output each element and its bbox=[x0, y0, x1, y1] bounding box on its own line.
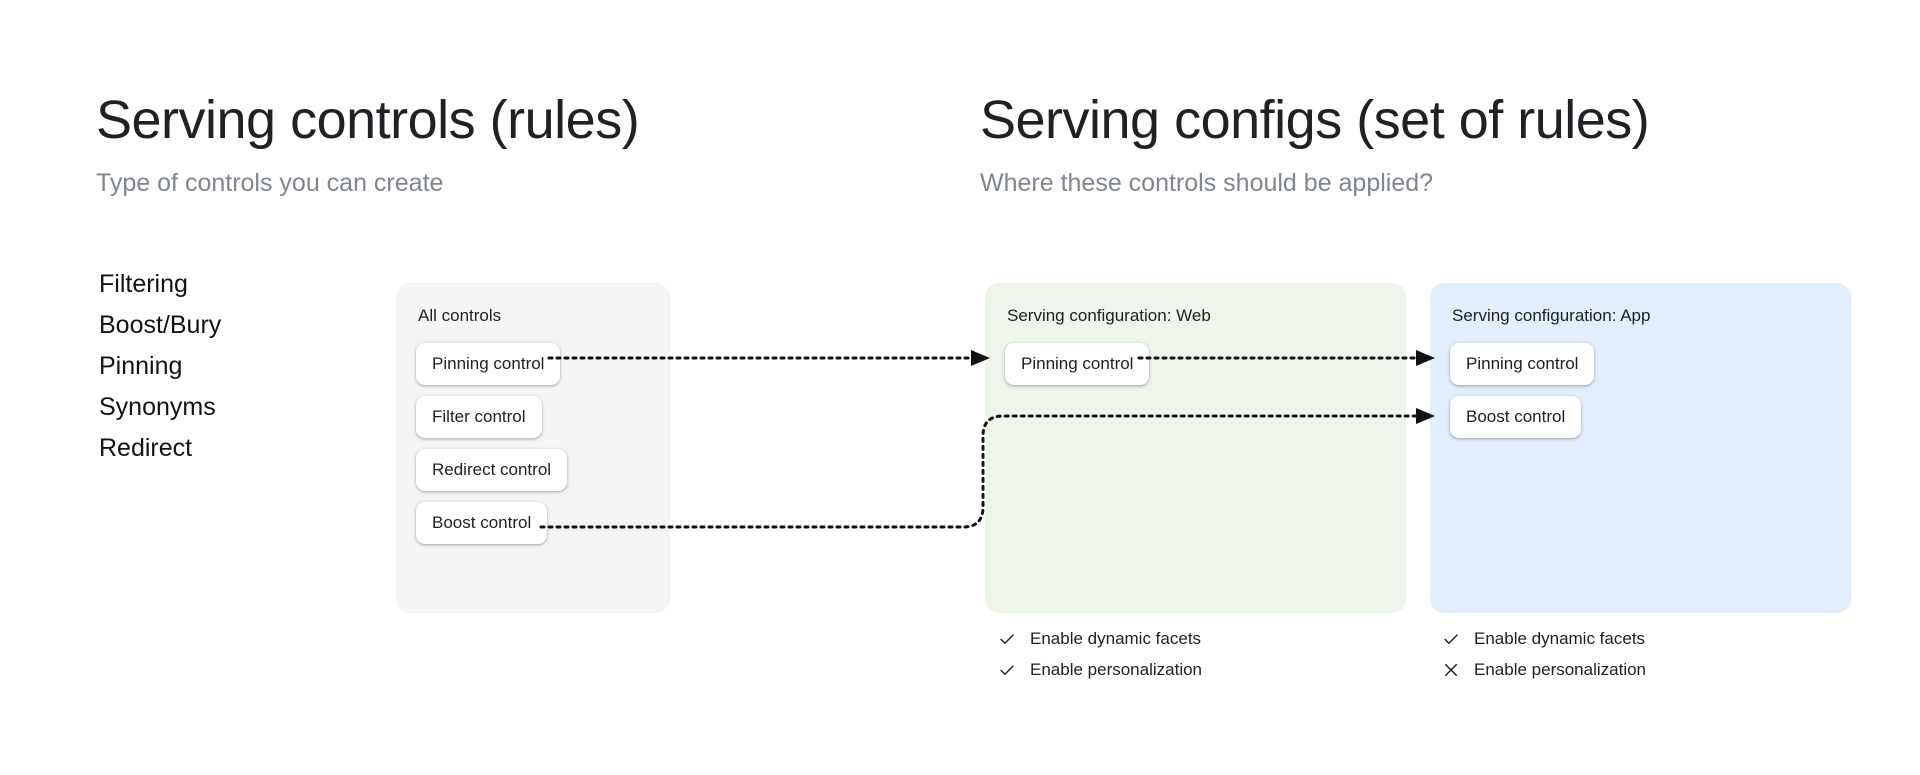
left-page-title: Serving controls (rules) bbox=[96, 90, 640, 150]
control-type-item-filtering: Filtering bbox=[99, 270, 188, 298]
config-web-option-list: Enable dynamic facets Enable personaliza… bbox=[998, 628, 1202, 681]
check-icon bbox=[1000, 665, 1014, 676]
chip-redirect-control[interactable]: Redirect control bbox=[416, 449, 568, 491]
check-icon bbox=[1444, 634, 1458, 645]
panel-all-controls: All controls Pinning control Filter cont… bbox=[396, 283, 670, 613]
control-type-item-redirect: Redirect bbox=[99, 434, 193, 462]
chip-filter-control[interactable]: Filter control bbox=[416, 396, 542, 438]
control-type-item-pinning: Pinning bbox=[99, 352, 183, 380]
panel-serving-configuration-web: Serving configuration: Web Pinning contr… bbox=[985, 283, 1406, 613]
chip-app-boost-control[interactable]: Boost control bbox=[1450, 396, 1582, 438]
panel-all-controls-title: All controls bbox=[418, 306, 502, 325]
option-app-enable-personalization-label: Enable personalization bbox=[1474, 660, 1647, 679]
control-type-list: Filtering Boost/Bury Pinning Synonyms Re… bbox=[99, 268, 221, 464]
config-app-option-list: Enable dynamic facets Enable personaliza… bbox=[1442, 628, 1646, 681]
left-heading-block: Serving controls (rules) Type of control… bbox=[96, 88, 640, 200]
control-type-item-boost-bury: Boost/Bury bbox=[99, 311, 222, 339]
check-icon bbox=[1000, 634, 1014, 645]
panel-serving-configuration-app: Serving configuration: App Pinning contr… bbox=[1430, 283, 1851, 613]
config-web-chip-list: Pinning control bbox=[1005, 343, 1386, 385]
option-app-enable-dynamic-facets[interactable]: Enable dynamic facets bbox=[1442, 628, 1646, 650]
all-controls-chip-list: Pinning control Filter control Redirect … bbox=[416, 343, 650, 544]
option-web-enable-dynamic-facets[interactable]: Enable dynamic facets bbox=[998, 628, 1202, 650]
control-type-item-synonyms: Synonyms bbox=[99, 393, 216, 421]
chip-boost-control[interactable]: Boost control bbox=[416, 502, 548, 544]
chip-app-pinning-control[interactable]: Pinning control bbox=[1450, 343, 1595, 385]
left-page-subtitle: Type of controls you can create bbox=[96, 169, 444, 197]
panel-config-web-title: Serving configuration: Web bbox=[1007, 306, 1211, 325]
chip-web-pinning-control[interactable]: Pinning control bbox=[1005, 343, 1150, 385]
right-page-subtitle: Where these controls should be applied? bbox=[980, 169, 1434, 197]
option-web-enable-personalization-label: Enable personalization bbox=[1030, 660, 1203, 679]
option-web-enable-dynamic-facets-label: Enable dynamic facets bbox=[1030, 629, 1202, 648]
close-icon bbox=[1444, 663, 1458, 677]
option-app-enable-dynamic-facets-label: Enable dynamic facets bbox=[1474, 629, 1646, 648]
right-page-title: Serving configs (set of rules) bbox=[980, 90, 1650, 150]
option-web-enable-personalization[interactable]: Enable personalization bbox=[998, 659, 1202, 681]
option-app-enable-personalization[interactable]: Enable personalization bbox=[1442, 659, 1646, 681]
right-heading-block: Serving configs (set of rules) Where the… bbox=[980, 88, 1650, 200]
config-app-chip-list: Pinning control Boost control bbox=[1450, 343, 1831, 438]
chip-pinning-control[interactable]: Pinning control bbox=[416, 343, 561, 385]
panel-config-app-title: Serving configuration: App bbox=[1452, 306, 1651, 325]
